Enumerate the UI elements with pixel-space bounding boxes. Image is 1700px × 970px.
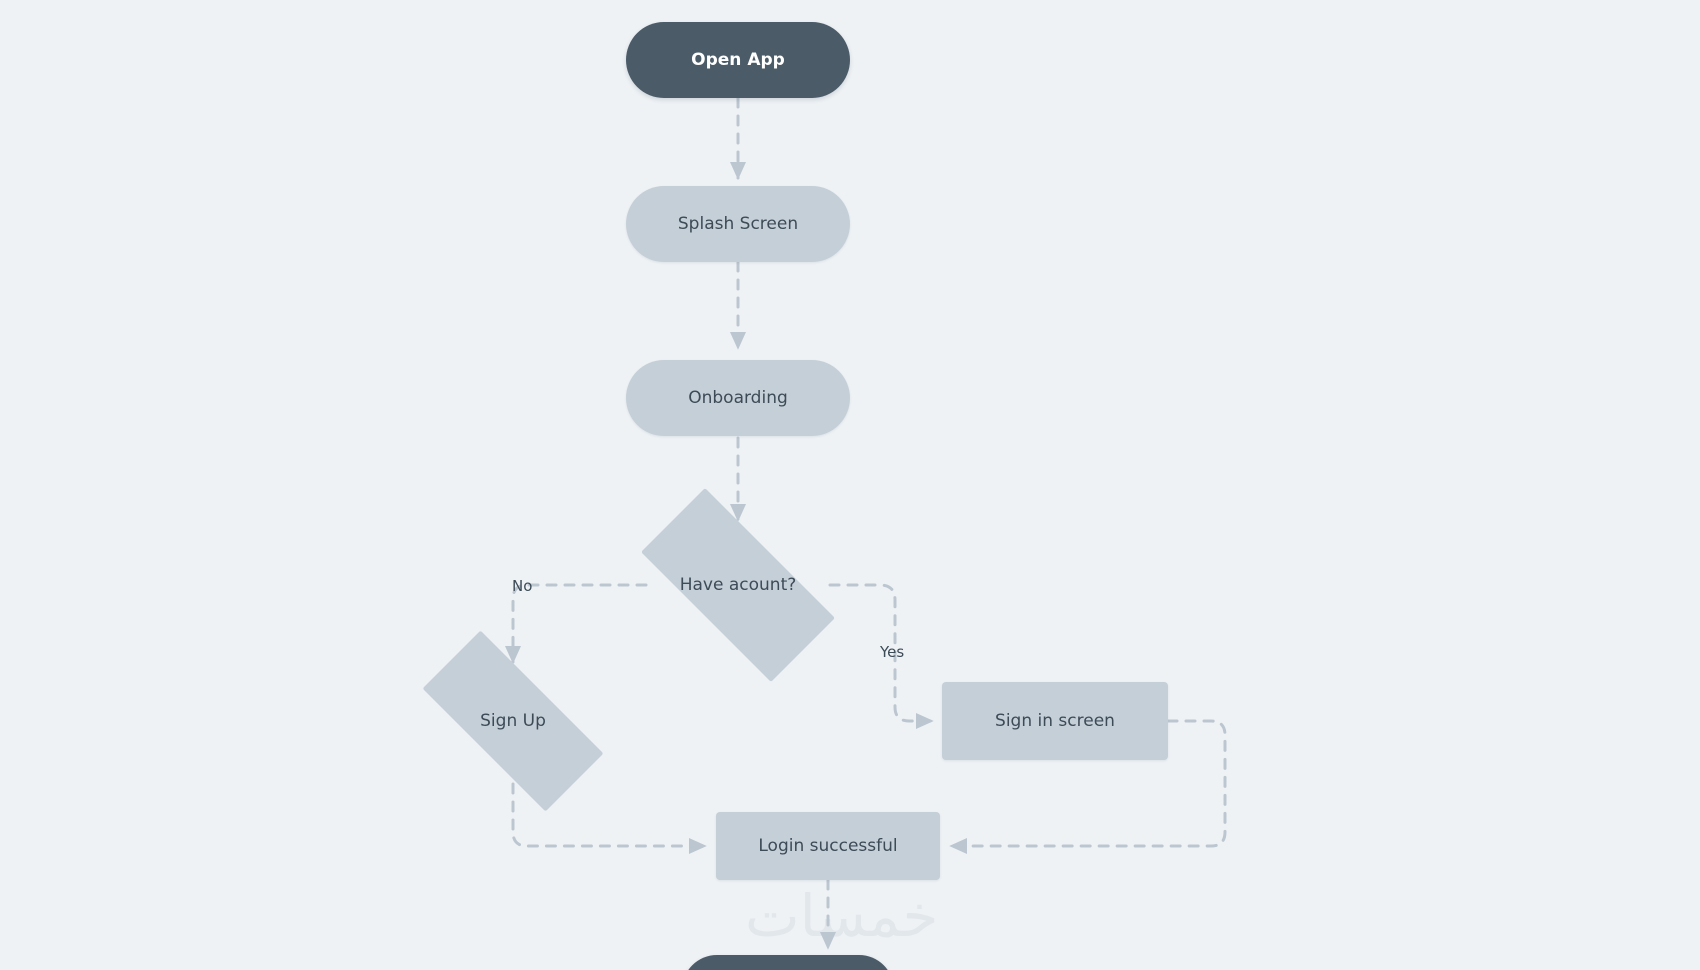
- node-onboarding-label: Onboarding: [688, 387, 788, 408]
- node-login-successful[interactable]: Login successful: [716, 812, 940, 880]
- node-open-app[interactable]: Open App: [626, 22, 850, 98]
- node-login-successful-label: Login successful: [758, 835, 898, 856]
- node-have-account[interactable]: Have acount?: [608, 488, 868, 682]
- node-bottom-partial[interactable]: [682, 955, 894, 970]
- node-sign-up[interactable]: Sign Up: [390, 630, 636, 812]
- node-open-app-label: Open App: [691, 49, 785, 70]
- node-splash-screen[interactable]: Splash Screen: [626, 186, 850, 262]
- watermark-text: خمسات: [745, 882, 939, 950]
- node-sign-up-label: Sign Up: [480, 710, 546, 731]
- edge-label-no: No: [512, 577, 533, 595]
- edge-label-yes: Yes: [880, 643, 905, 661]
- node-sign-in-screen[interactable]: Sign in screen: [942, 682, 1168, 760]
- node-have-account-label: Have acount?: [679, 574, 797, 595]
- node-sign-in-screen-label: Sign in screen: [995, 710, 1115, 731]
- node-splash-screen-label: Splash Screen: [677, 213, 799, 234]
- node-onboarding[interactable]: Onboarding: [626, 360, 850, 436]
